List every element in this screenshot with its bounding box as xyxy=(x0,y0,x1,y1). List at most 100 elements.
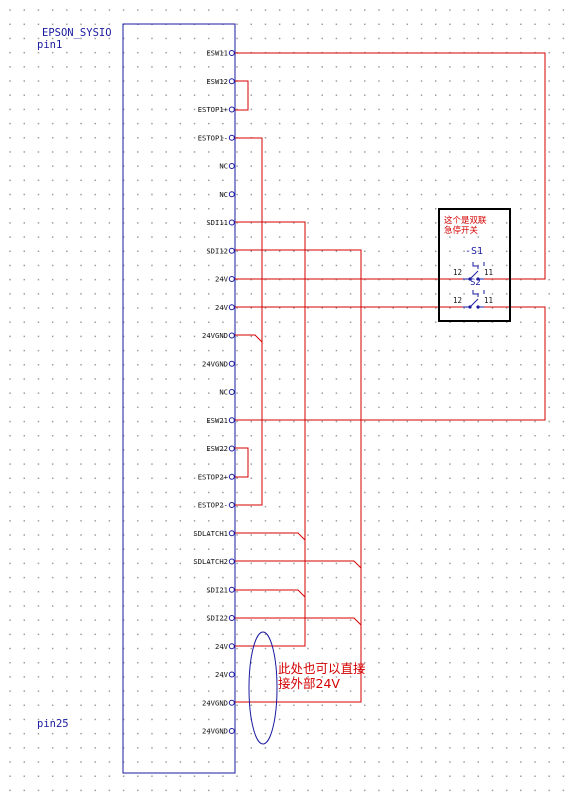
pin-terminal xyxy=(228,445,235,452)
switch-note-line1: 这个是双联 xyxy=(444,215,487,226)
pin-terminal xyxy=(228,502,235,508)
pin-terminal xyxy=(228,134,235,141)
connector-pin: ESTOP1- xyxy=(198,133,235,142)
pin-label: ESTOP1+ xyxy=(198,105,229,114)
connector-pin: ESW12 xyxy=(206,77,235,86)
pin-terminal xyxy=(228,276,235,282)
wire-esw12-estop1p-jumper xyxy=(235,80,249,111)
pin-label: SDI11 xyxy=(206,218,228,227)
contact-b-right-number: 11 xyxy=(484,296,493,305)
wire-sdi22 xyxy=(235,617,362,626)
connector-pin: SDLATCH1 xyxy=(193,529,235,538)
pin-label: 24VGND xyxy=(202,727,228,736)
pin-terminal xyxy=(228,50,235,56)
connector-pin: 24V xyxy=(215,670,235,679)
pin-label: ESTOP2+ xyxy=(198,472,229,481)
pin-terminal xyxy=(228,643,235,650)
pin-terminal xyxy=(228,247,235,254)
pin-label: SDLATCH2 xyxy=(193,557,228,566)
connector-body xyxy=(122,23,236,774)
pin-label: ESW21 xyxy=(206,416,228,425)
pin-terminal xyxy=(228,389,235,395)
contact-b-left-number: 12 xyxy=(453,296,462,305)
pin-terminal xyxy=(228,304,235,311)
pin-label: SDI12 xyxy=(206,246,228,255)
pin-label: 24VGND xyxy=(202,698,228,707)
wire-esw22-estop2p-jumper xyxy=(235,447,249,478)
pin-label: 24VGND xyxy=(202,359,228,368)
wire-estop1n-estop2n xyxy=(235,137,263,506)
wire-sdi12-24vgnd xyxy=(235,249,362,703)
connector-pin: ESW11 xyxy=(206,49,235,58)
connector-pin: 24VGND xyxy=(202,727,235,736)
pin-label: 24VGND xyxy=(202,331,228,340)
pin-terminal xyxy=(228,699,235,706)
pin-terminal xyxy=(228,558,235,565)
pin-terminal xyxy=(228,78,235,85)
wiring xyxy=(235,52,546,703)
connector-pin: ESTOP1+ xyxy=(198,105,235,114)
pin-terminal xyxy=(228,586,235,593)
pin-label: SDI22 xyxy=(206,614,228,623)
annotation-line2: 接外部24V xyxy=(278,676,340,691)
connector-pin: NC xyxy=(219,190,235,199)
emergency-stop-switch: 这个是双联 急停开关 -S1 12 11 S2 12 11 xyxy=(438,208,511,322)
connector-pin: 24VGND xyxy=(202,359,235,368)
connector-pin: SDI12 xyxy=(206,246,235,255)
contact-b-terminal-left xyxy=(468,305,472,309)
wire-sdlatch2 xyxy=(235,560,362,569)
connector-pin: SDI21 xyxy=(206,585,235,594)
contact-a-right-number: 11 xyxy=(484,268,493,277)
switch-contact-b xyxy=(463,290,485,308)
annotation-ellipse xyxy=(248,631,278,745)
pin-terminal xyxy=(228,106,235,113)
pin-terminal xyxy=(228,191,235,198)
connector-pin: 24VGND xyxy=(202,698,235,707)
connector-pin: SDLATCH2 xyxy=(193,557,235,566)
connector-pin: ESTOP2+ xyxy=(198,472,235,481)
connector-pin: 24V xyxy=(215,642,235,651)
pin-terminal xyxy=(228,615,235,621)
wire-sdlatch1 xyxy=(235,532,306,541)
pin-label: NC xyxy=(219,162,228,171)
contact-b-terminal-right xyxy=(476,305,480,309)
wire-sdi11-24v xyxy=(235,221,306,647)
pin-label: NC xyxy=(219,388,228,397)
pin-terminal xyxy=(228,671,235,678)
connector-pin: NC xyxy=(219,162,235,171)
pin-label: 24V xyxy=(215,642,229,651)
last-pin-label: pin25 xyxy=(37,718,69,730)
pin-terminal xyxy=(228,530,235,537)
wire-esw11 xyxy=(235,52,546,280)
pin-terminal xyxy=(228,473,235,480)
first-pin-label: pin1 xyxy=(37,39,62,51)
pin-label: ESW22 xyxy=(206,444,228,453)
contact-a-terminal-right xyxy=(476,277,480,281)
pin-terminal xyxy=(228,332,235,339)
connector-pin: 24VGND xyxy=(202,331,235,340)
switch-note-line2: 急停开关 xyxy=(444,225,479,236)
pin-terminal xyxy=(228,728,235,734)
connector-pin: SDI11 xyxy=(206,218,235,227)
pin-label: ESTOP2- xyxy=(198,501,228,510)
annotation-line1: 此处也可以直接 xyxy=(278,661,366,676)
pin-label: ESW12 xyxy=(206,77,228,86)
switch-ref2-label: S2 xyxy=(470,278,481,288)
switch-contact-a xyxy=(463,262,485,280)
pin-label: NC xyxy=(219,190,228,199)
pin-label: 24V xyxy=(215,275,229,284)
contact-a-left-number: 12 xyxy=(453,268,462,277)
pin-label: SDLATCH1 xyxy=(193,529,228,538)
contact-a-terminal-left xyxy=(468,277,472,281)
connector-pin: ESW21 xyxy=(206,416,235,425)
pin-terminal xyxy=(228,417,235,424)
connector-pin: 24V xyxy=(215,275,235,284)
connector-title: EPSON_SYSIO xyxy=(42,27,112,39)
pin-label: ESW11 xyxy=(206,49,228,58)
pin-label: SDI21 xyxy=(206,585,228,594)
wire-sdi21 xyxy=(235,589,306,598)
connector-pin: 24V xyxy=(215,303,235,312)
pin-label: ESTOP1- xyxy=(198,133,228,142)
